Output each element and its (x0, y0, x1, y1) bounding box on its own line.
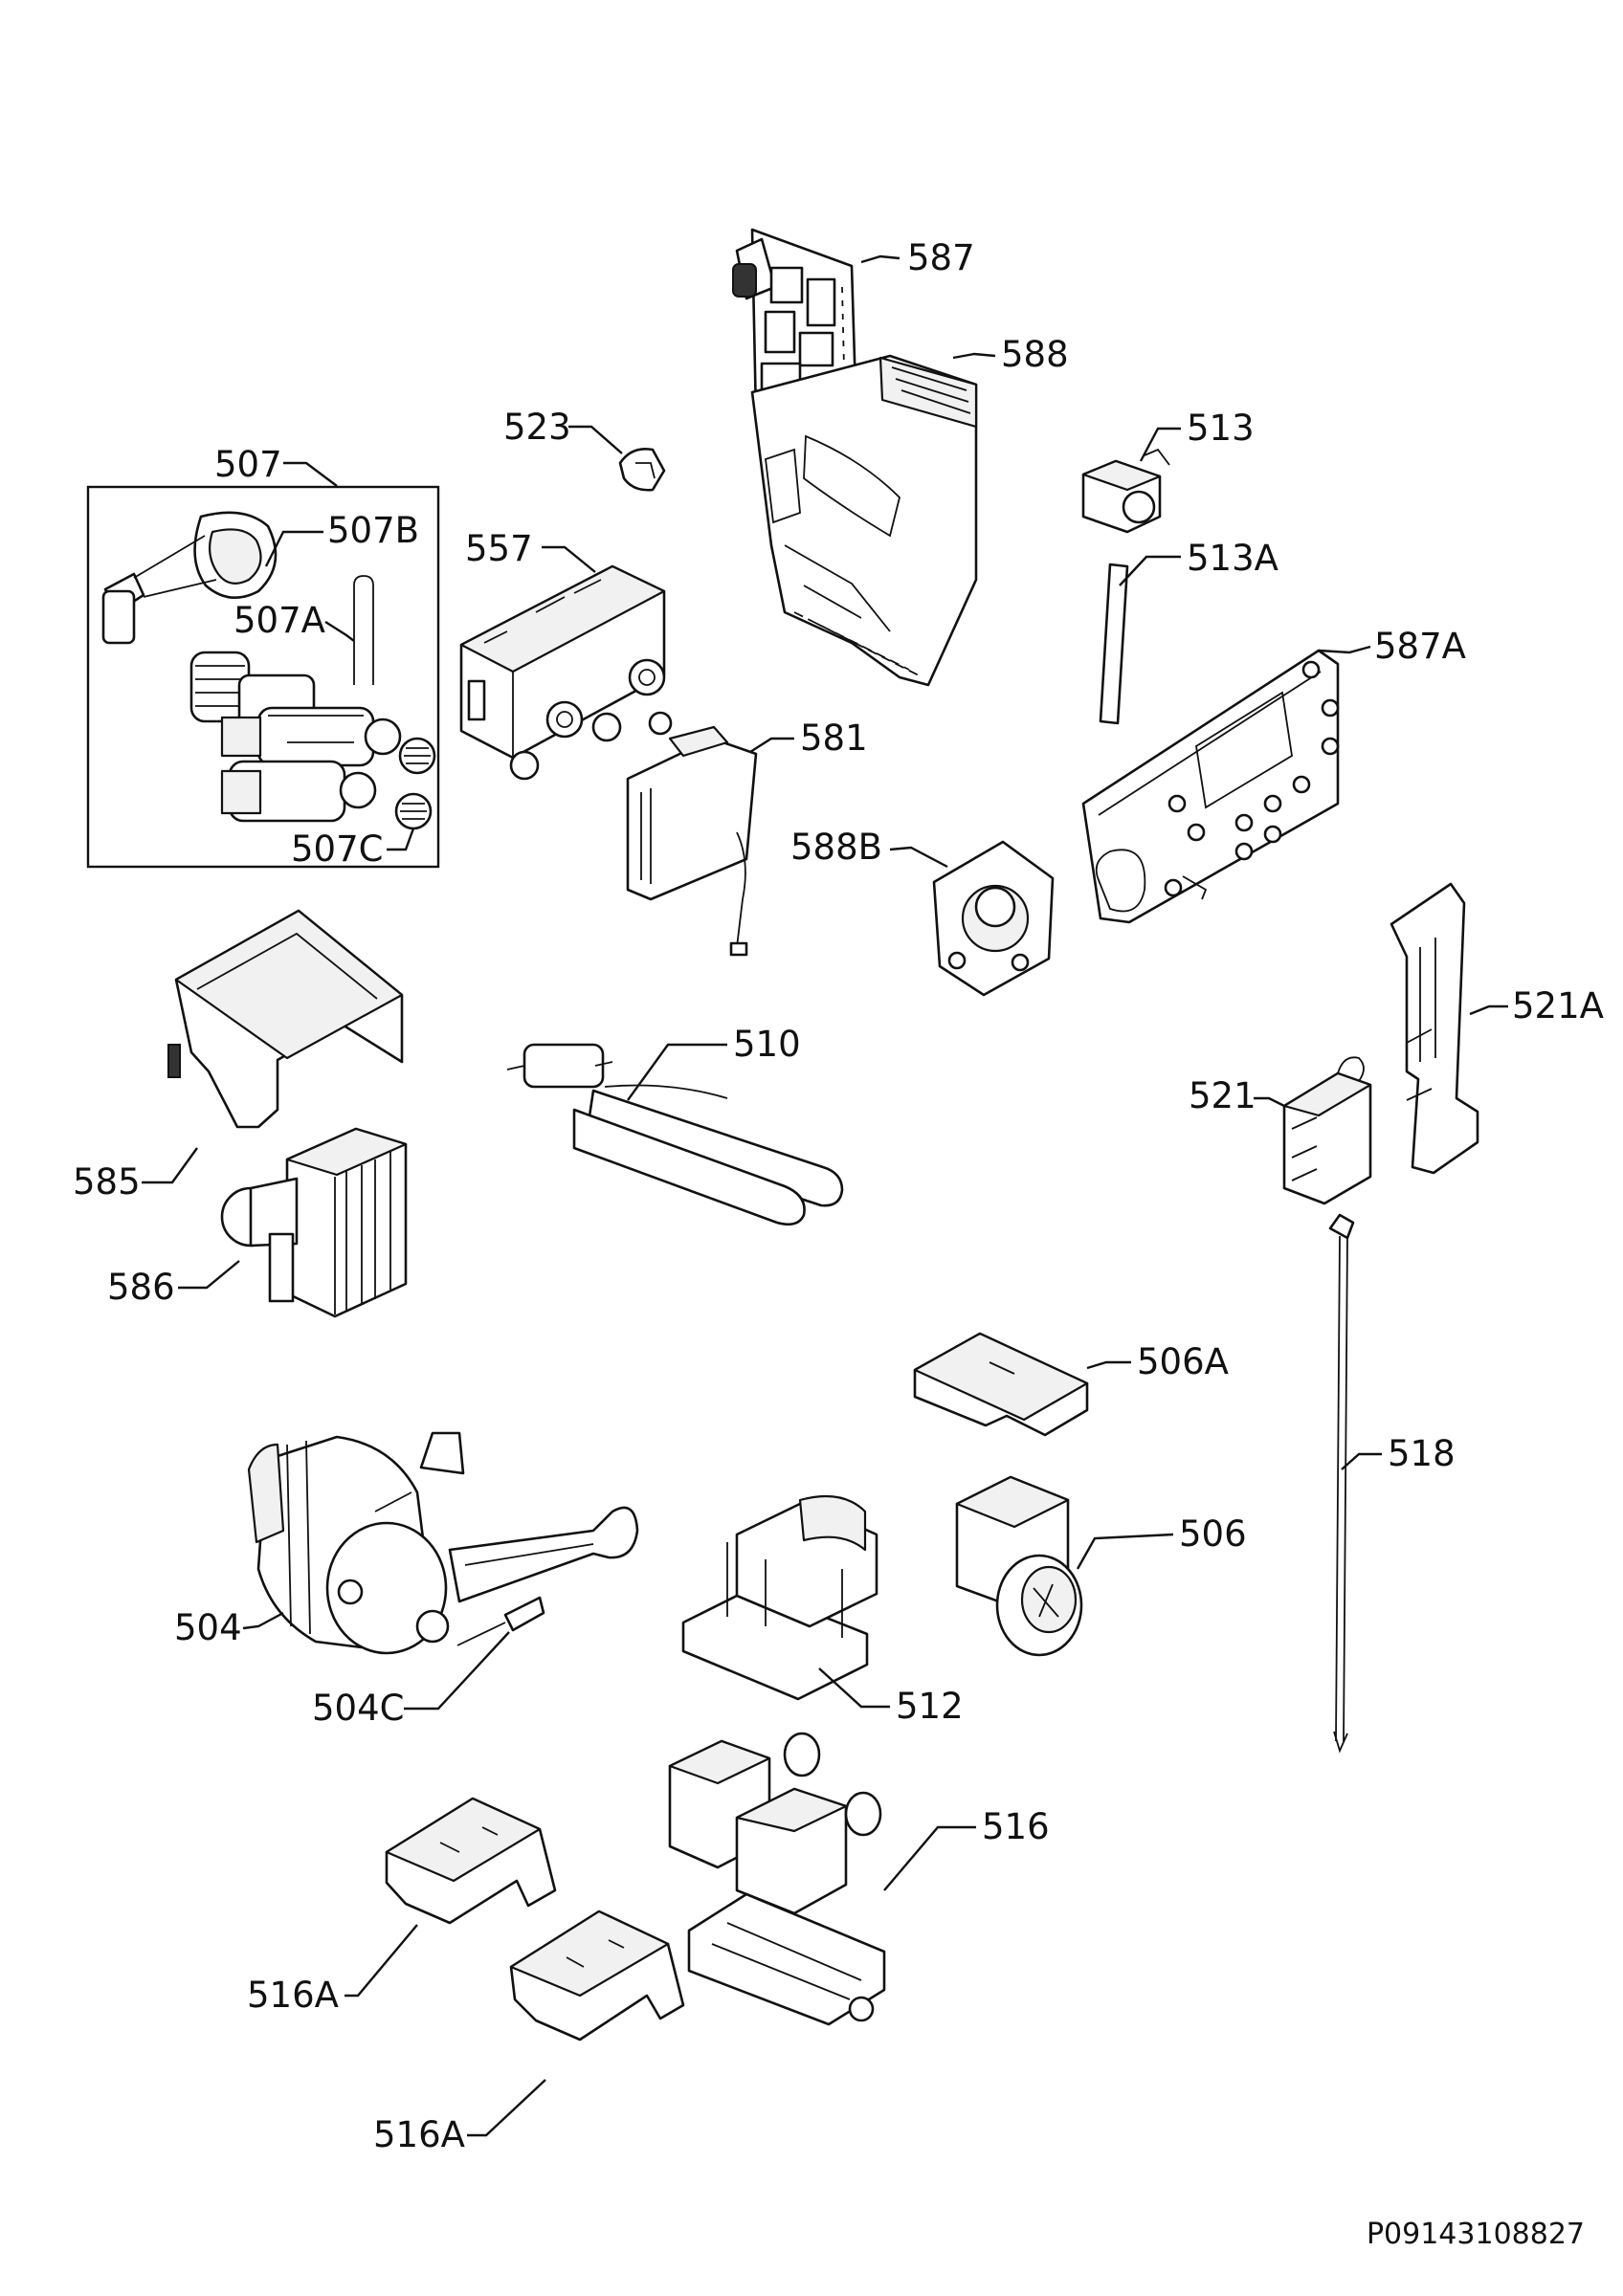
part-587A-control-board[interactable] (1081, 649, 1340, 924)
part-507C-filter-screens[interactable] (394, 737, 436, 830)
callout-504C: 504C (312, 1688, 404, 1729)
callout-518: 518 (1388, 1433, 1456, 1474)
part-504-motor[interactable] (247, 1431, 639, 1655)
part-512-bracket[interactable] (681, 1494, 878, 1701)
part-588B-selector[interactable] (932, 840, 1055, 997)
callout-587: 587 (907, 237, 975, 278)
part-516-pump-assembly[interactable] (668, 1732, 886, 2026)
callout-labels: 587 588 523 513 507 507B 557 513A 507A 5… (73, 237, 1604, 2155)
part-506A-pump-cover[interactable] (913, 1332, 1089, 1437)
part-507A-wire-clip[interactable] (353, 575, 374, 685)
callout-510: 510 (733, 1024, 801, 1065)
part-557-control-module[interactable] (459, 564, 673, 781)
part-586-interference-filter[interactable] (220, 1127, 408, 1318)
callout-506A: 506A (1137, 1341, 1229, 1382)
callout-513A: 513A (1187, 538, 1278, 579)
part-506-drain-pump[interactable] (955, 1475, 1083, 1657)
callout-506: 506 (1179, 1513, 1247, 1555)
part-523-clip[interactable] (618, 448, 666, 492)
callout-521: 521 (1189, 1075, 1256, 1116)
part-507B-valve-cap[interactable] (101, 511, 278, 645)
callout-512: 512 (896, 1686, 964, 1727)
part-521-door-interlock[interactable] (1282, 1056, 1372, 1205)
callout-513: 513 (1187, 408, 1255, 449)
callout-581: 581 (800, 718, 868, 759)
leader-lines (142, 254, 1508, 2137)
callout-521A: 521A (1512, 985, 1604, 1027)
part-588-board-housing[interactable] (750, 354, 978, 687)
part-510-heating-element[interactable] (506, 1043, 844, 1226)
callout-588B: 588B (790, 827, 882, 868)
part-516A-cover-2[interactable] (509, 1910, 685, 2042)
callout-516A-lower: 516A (373, 2114, 465, 2155)
callout-557: 557 (465, 528, 533, 569)
callout-585: 585 (73, 1161, 141, 1203)
callout-516: 516 (982, 1806, 1050, 1847)
part-581-sub-board[interactable] (626, 725, 758, 957)
part-521A-door-lever[interactable] (1390, 882, 1479, 1175)
part-516A-cover-1[interactable] (385, 1797, 557, 1925)
callout-523: 523 (503, 407, 571, 448)
callout-586: 586 (107, 1267, 175, 1308)
part-585-cover[interactable] (167, 909, 404, 1129)
document-number: P09143108827 (1366, 2218, 1585, 2251)
callout-587A: 587A (1374, 626, 1466, 667)
part-504C-screw[interactable] (456, 1596, 545, 1646)
callout-507: 507 (214, 444, 282, 485)
inlet-valve-group-frame (86, 485, 440, 869)
part-513A-rod[interactable] (1099, 563, 1129, 725)
part-507-inlet-valve[interactable] (189, 651, 402, 823)
callout-507C: 507C (291, 828, 383, 870)
callout-504: 504 (174, 1607, 242, 1648)
part-518-rod[interactable] (1328, 1213, 1355, 1754)
callout-516A-upper: 516A (247, 1975, 339, 2016)
callout-507A: 507A (233, 600, 325, 641)
part-513-switch[interactable] (1081, 448, 1170, 534)
callout-507B: 507B (327, 510, 419, 551)
callout-588: 588 (1001, 334, 1069, 375)
